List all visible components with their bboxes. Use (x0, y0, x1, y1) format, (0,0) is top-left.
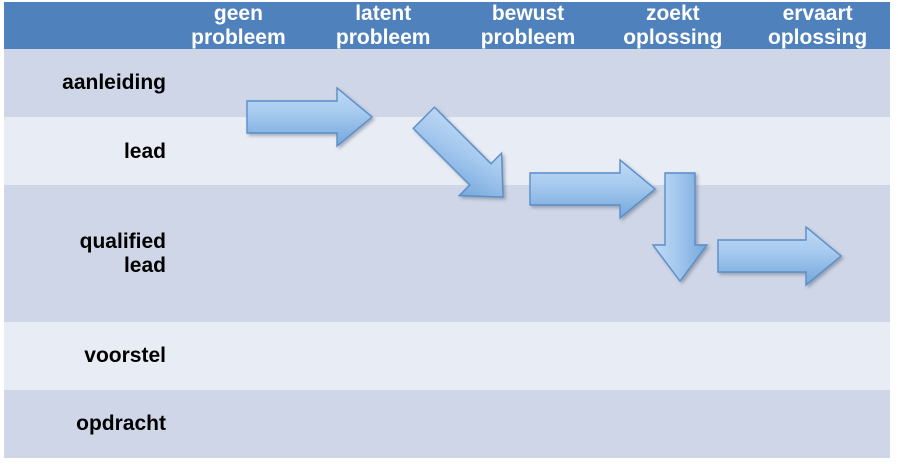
column-header-geen-probleem: geen probleem (166, 2, 311, 50)
cell-opdracht-geen-probleem (166, 389, 311, 458)
cell-lead-latent-probleem (310, 117, 456, 186)
row-header-line1: lead (123, 139, 166, 163)
column-header-line2: probleem (480, 25, 576, 49)
cell-qualified-lead-bewust-probleem (455, 185, 601, 322)
table-row-opdracht: opdracht (4, 389, 890, 458)
table-body: aanleiding lead qualifie (4, 49, 890, 458)
cell-qualified-lead-ervaart-oplossing (745, 185, 890, 322)
row-header-line1: voorstel (84, 343, 166, 367)
header-row: geen probleem latent probleem bewust pro… (4, 2, 890, 50)
column-header-line2: probleem (191, 25, 286, 49)
cell-voorstel-ervaart-oplossing (745, 321, 890, 390)
cell-voorstel-zoekt-oplossing (600, 321, 746, 390)
cell-qualified-lead-latent-probleem (310, 185, 456, 322)
cell-opdracht-bewust-probleem (455, 389, 601, 458)
table-row-voorstel: voorstel (4, 321, 890, 390)
cell-opdracht-zoekt-oplossing (600, 389, 746, 458)
row-header-qualified-lead: qualified lead (4, 185, 166, 322)
cell-lead-ervaart-oplossing (745, 117, 890, 186)
column-header-bewust-probleem: bewust probleem (455, 2, 601, 50)
cell-voorstel-bewust-probleem (455, 321, 601, 390)
cell-opdracht-ervaart-oplossing (745, 389, 890, 458)
cell-aanleiding-zoekt-oplossing (600, 49, 746, 118)
row-header-opdracht: opdracht (4, 389, 166, 458)
table-row-aanleiding: aanleiding (4, 49, 890, 118)
stage-matrix-table: geen probleem latent probleem bewust pro… (4, 2, 890, 458)
cell-aanleiding-geen-probleem (166, 49, 311, 118)
cell-lead-bewust-probleem (455, 117, 601, 186)
column-header-line1: geen (213, 2, 263, 25)
table-row-qualified-lead: qualified lead (4, 185, 890, 322)
column-header-line1: latent (355, 2, 412, 25)
table-header: geen probleem latent probleem bewust pro… (4, 2, 890, 50)
table-row-lead: lead (4, 117, 890, 186)
cell-aanleiding-ervaart-oplossing (745, 49, 890, 118)
row-header-line1: opdracht (76, 412, 166, 436)
column-header-line1: zoekt (645, 2, 700, 25)
column-header-ervaart-oplossing: ervaart oplossing (745, 2, 890, 50)
cell-opdracht-latent-probleem (310, 389, 456, 458)
matrix-corner-cell (4, 2, 166, 50)
cell-aanleiding-bewust-probleem (455, 49, 601, 118)
row-header-line1: qualified (79, 229, 166, 253)
cell-voorstel-geen-probleem (166, 321, 311, 390)
column-header-line1: bewust (491, 2, 565, 25)
column-header-line2: oplossing (623, 25, 723, 49)
column-header-zoekt-oplossing: zoekt oplossing (600, 2, 746, 50)
cell-qualified-lead-geen-probleem (166, 185, 311, 322)
row-header-aanleiding: aanleiding (4, 49, 166, 118)
cell-voorstel-latent-probleem (310, 321, 456, 390)
row-header-line2: lead (123, 253, 166, 277)
cell-qualified-lead-zoekt-oplossing (600, 185, 746, 322)
row-header-voorstel: voorstel (4, 321, 166, 390)
cell-lead-zoekt-oplossing (600, 117, 746, 186)
column-header-line2: probleem (335, 25, 431, 49)
column-header-latent-probleem: latent probleem (310, 2, 456, 50)
cell-lead-geen-probleem (166, 117, 311, 186)
column-header-line1: ervaart (782, 2, 853, 25)
column-header-line2: oplossing (768, 25, 868, 49)
cell-aanleiding-latent-probleem (310, 49, 456, 118)
row-header-line1: aanleiding (62, 71, 166, 95)
row-header-lead: lead (4, 117, 166, 186)
